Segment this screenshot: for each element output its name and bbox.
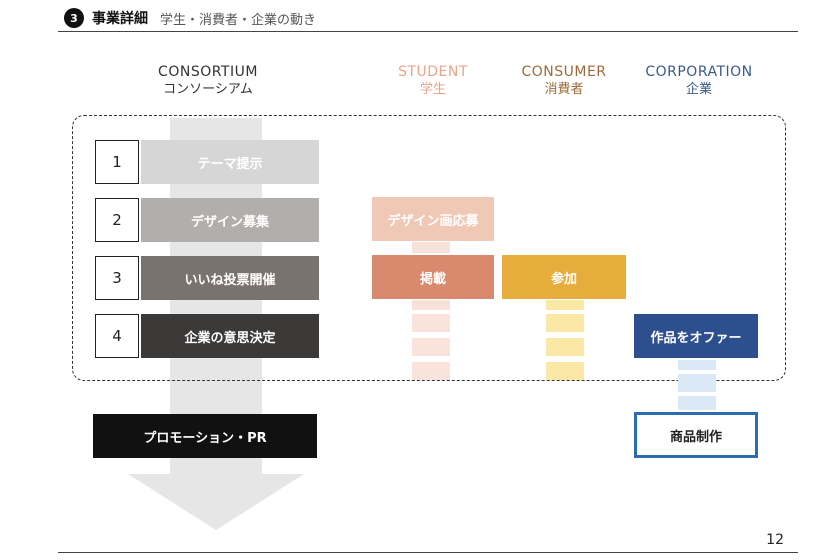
step-number-3: 3 (95, 256, 139, 300)
step-bar-design-call: デザイン募集 (141, 198, 319, 242)
column-heading-en: CORPORATION (645, 64, 753, 80)
step-bar-theme: テーマ提示 (141, 140, 319, 184)
process-container (72, 115, 786, 381)
section-number-badge: 3 (64, 8, 84, 28)
consumer-flow-segment (546, 338, 584, 356)
student-posting: 掲載 (372, 255, 494, 299)
column-heading-jp: 消費者 (544, 82, 584, 97)
column-heading-corporation: CORPORATION 企業 (634, 64, 764, 98)
section-subtitle: 学生・消費者・企業の動き (160, 12, 317, 28)
corporation-flow-segment (678, 374, 716, 392)
consumer-flow-segment (546, 314, 584, 332)
section-header: 3 事業詳細 学生・消費者・企業の動き (64, 6, 316, 30)
column-heading-consortium: CONSORTIUM コンソーシアム (138, 64, 278, 98)
header-divider (58, 31, 798, 32)
corporation-product-making: 商品制作 (634, 412, 758, 458)
page-number: 12 (766, 532, 784, 548)
corporation-flow-segment (678, 396, 716, 410)
student-design-submission: デザイン画応募 (372, 197, 494, 241)
step-number-1: 1 (95, 140, 139, 184)
column-heading-jp: コンソーシアム (163, 82, 253, 97)
student-flow-segment (412, 242, 450, 253)
corporation-flow-segment (678, 360, 716, 370)
column-heading-en: CONSUMER (521, 64, 607, 80)
consumer-participation: 参加 (502, 255, 626, 299)
consumer-flow-segment (546, 362, 584, 380)
section-title: 事業詳細 (92, 11, 148, 27)
footer-divider (58, 552, 798, 553)
step-number-2: 2 (95, 198, 139, 242)
student-flow-segment (412, 300, 450, 310)
student-flow-segment (412, 362, 450, 380)
step-number-4: 4 (95, 314, 139, 358)
step-bar-corporate-decision: 企業の意思決定 (141, 314, 319, 358)
consumer-flow-segment (546, 300, 584, 310)
column-heading-jp: 企業 (685, 82, 712, 97)
student-flow-segment (412, 314, 450, 332)
column-heading-student: STUDENT 学生 (380, 64, 486, 98)
promotion-pr-bar: プロモーション・PR (93, 414, 317, 458)
column-heading-jp: 学生 (419, 82, 446, 97)
corporation-offer: 作品をオファー (634, 314, 758, 358)
student-flow-segment (412, 338, 450, 356)
column-heading-en: CONSORTIUM (158, 64, 258, 80)
step-bar-like-vote: いいね投票開催 (141, 256, 319, 300)
column-heading-consumer: CONSUMER 消費者 (508, 64, 620, 98)
column-heading-en: STUDENT (398, 64, 468, 80)
